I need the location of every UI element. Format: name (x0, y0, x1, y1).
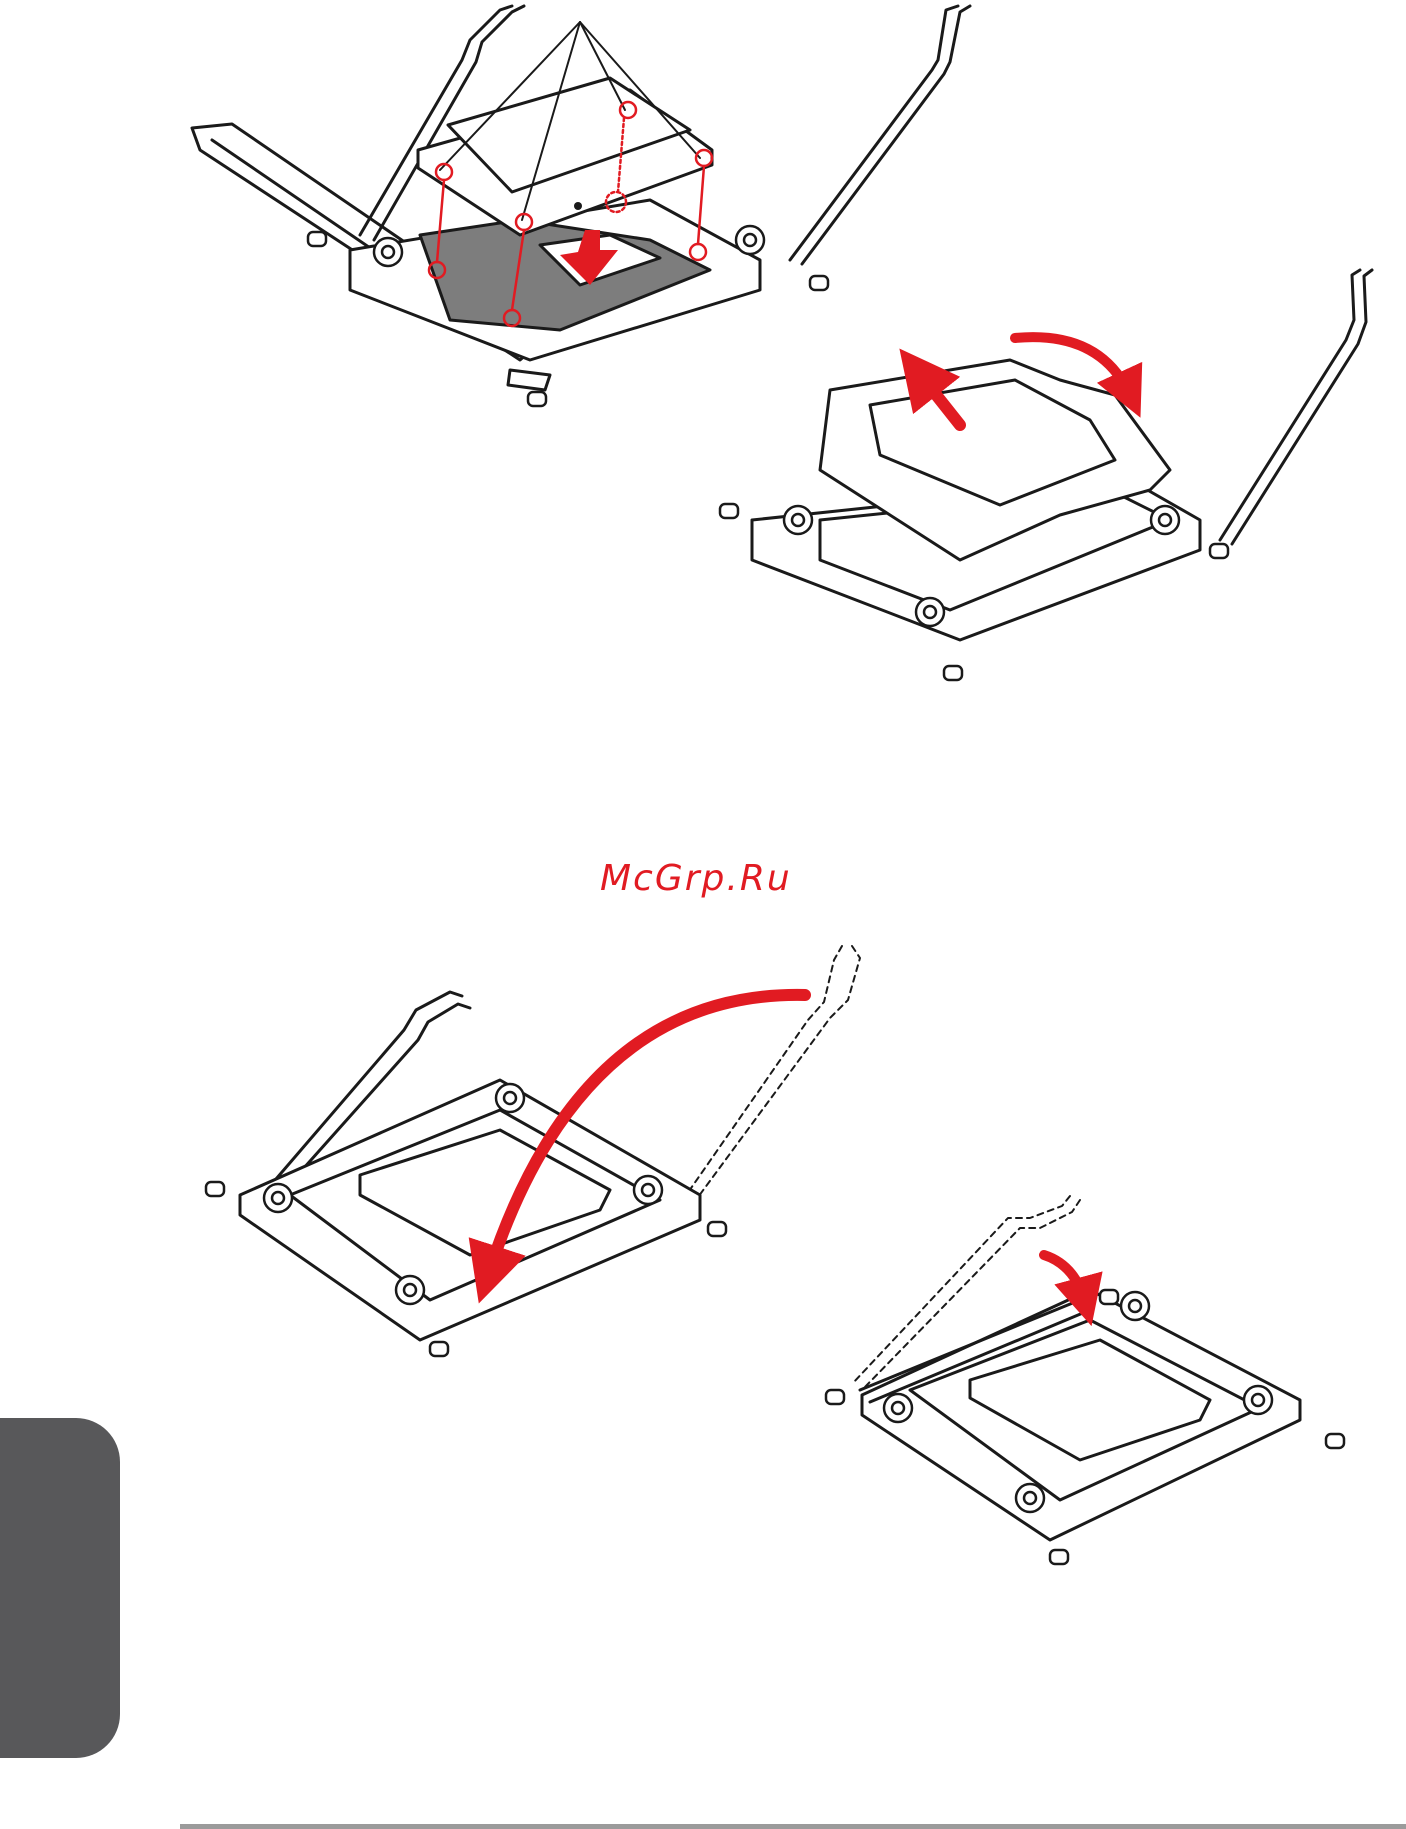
close-load-plate-figure (206, 946, 860, 1356)
lever-right (790, 6, 970, 264)
cpu-alignment-figure (192, 6, 970, 406)
remove-cover-figure (720, 270, 1372, 680)
watermark: McGrp.Ru (600, 858, 792, 899)
lock-lever-arrow (1044, 1255, 1085, 1302)
bottom-rule (180, 1824, 1406, 1829)
side-tab (0, 1418, 120, 1758)
engage-lever-figure (826, 1196, 1344, 1564)
lever-ghost (680, 946, 860, 1208)
lever-right-2 (1220, 270, 1372, 544)
